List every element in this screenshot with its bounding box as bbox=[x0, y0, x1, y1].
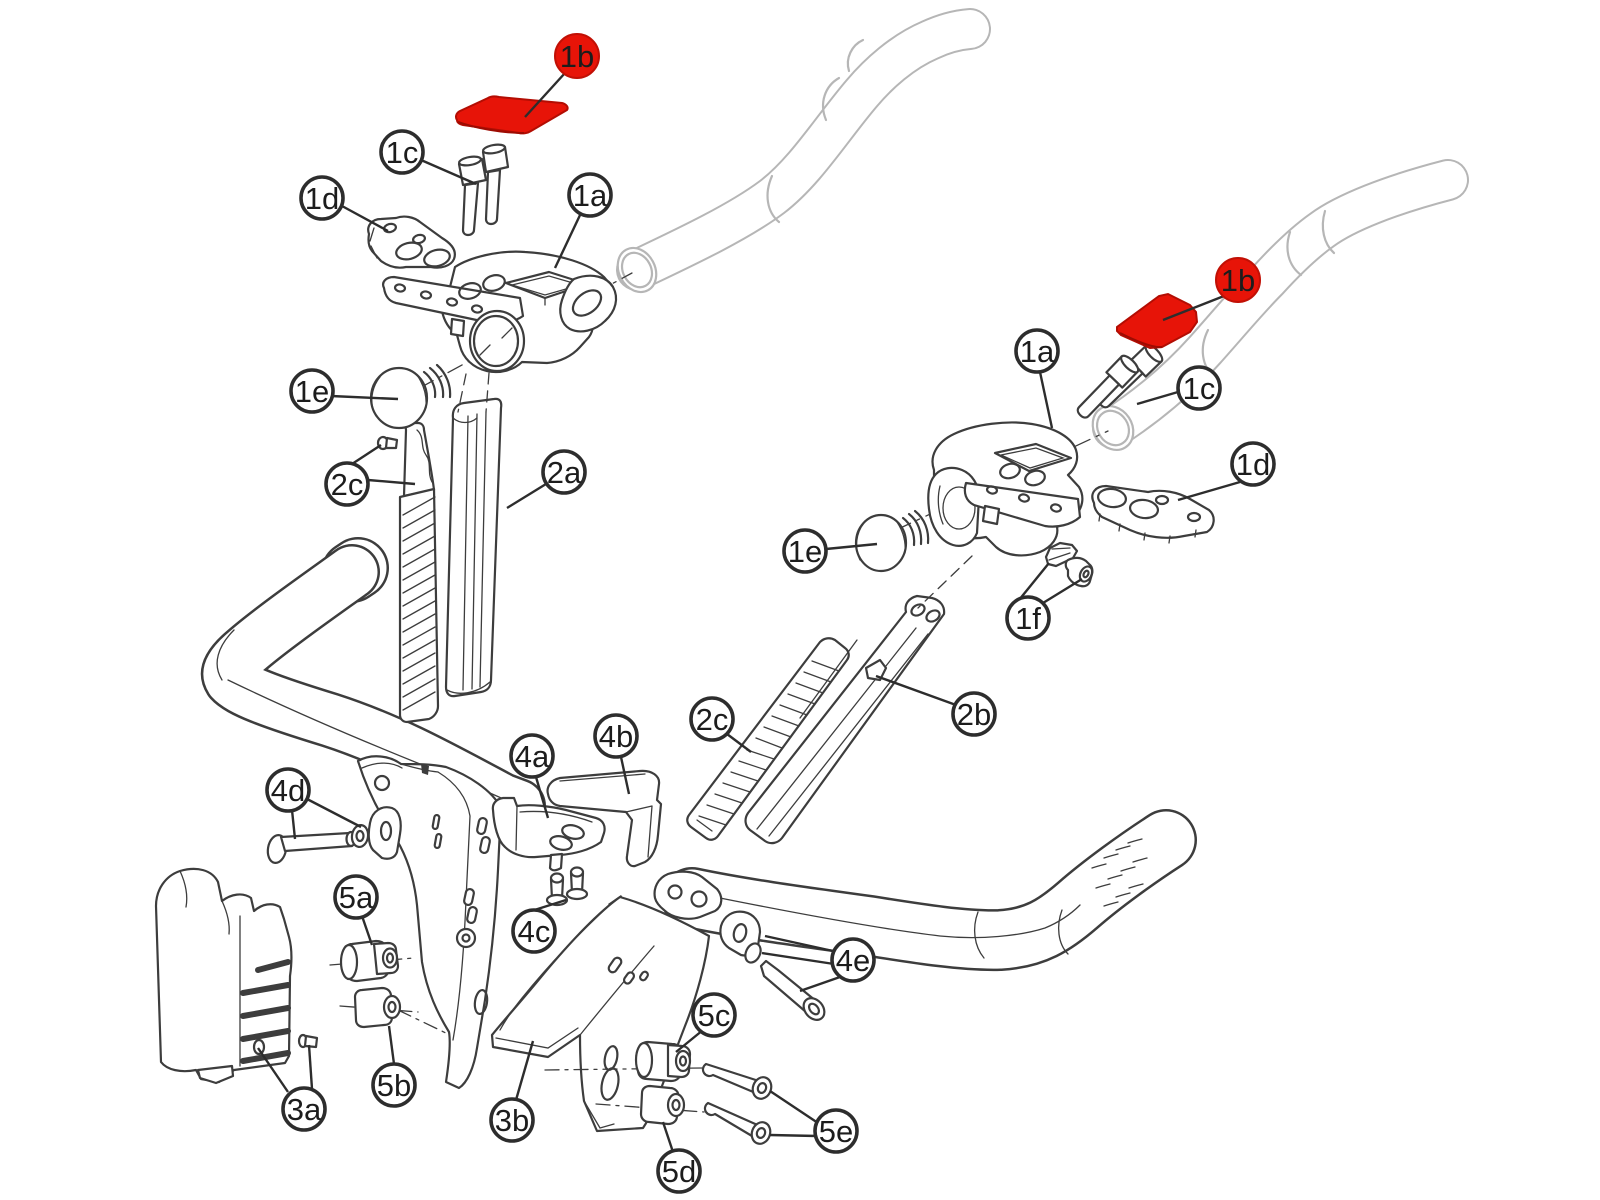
svg-text:1d: 1d bbox=[1236, 447, 1270, 482]
svg-text:2b: 2b bbox=[957, 697, 991, 732]
svg-text:1e: 1e bbox=[788, 534, 822, 569]
svg-text:2c: 2c bbox=[331, 467, 364, 502]
svg-text:1e: 1e bbox=[295, 374, 329, 409]
svg-text:2c: 2c bbox=[696, 702, 729, 737]
svg-text:4b: 4b bbox=[599, 719, 633, 754]
svg-text:5c: 5c bbox=[698, 998, 731, 1033]
svg-text:5b: 5b bbox=[377, 1068, 411, 1103]
svg-text:1b: 1b bbox=[560, 39, 594, 74]
svg-text:1a: 1a bbox=[1020, 334, 1055, 369]
svg-text:4e: 4e bbox=[836, 943, 870, 978]
svg-text:5a: 5a bbox=[339, 880, 374, 915]
svg-text:1c: 1c bbox=[1183, 371, 1216, 406]
svg-text:3a: 3a bbox=[287, 1092, 322, 1127]
svg-text:5e: 5e bbox=[819, 1114, 853, 1149]
svg-text:5d: 5d bbox=[662, 1154, 696, 1189]
svg-text:4c: 4c bbox=[518, 914, 551, 949]
svg-text:1a: 1a bbox=[573, 178, 608, 213]
svg-text:4d: 4d bbox=[271, 773, 305, 808]
svg-text:1f: 1f bbox=[1015, 601, 1041, 636]
svg-text:4a: 4a bbox=[515, 739, 550, 774]
svg-text:3b: 3b bbox=[495, 1103, 529, 1138]
svg-text:2a: 2a bbox=[547, 455, 582, 490]
svg-text:1c: 1c bbox=[386, 135, 419, 170]
svg-text:1b: 1b bbox=[1221, 263, 1255, 298]
svg-text:1d: 1d bbox=[305, 181, 339, 216]
